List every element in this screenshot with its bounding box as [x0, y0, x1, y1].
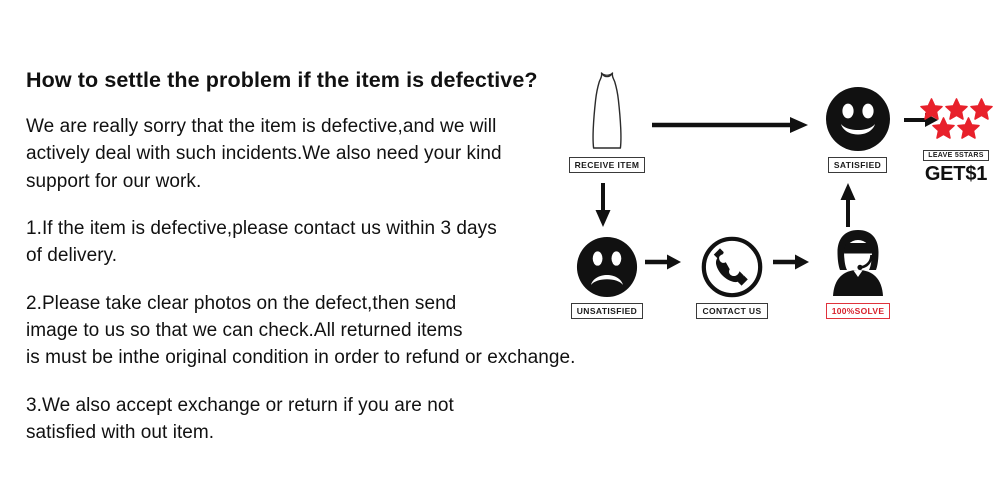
- star-icon: [932, 117, 955, 139]
- arrow-receive-to-unsatisfied: [592, 182, 614, 233]
- policy-item-3-line: 3.We also accept exchange or return if y…: [26, 394, 454, 416]
- star-icon: [969, 98, 993, 120]
- flow-node-solve: 100%SOLVE: [803, 225, 913, 319]
- phone-circle-icon: [677, 228, 787, 298]
- policy-item-3: 3.We also accept exchange or return if y…: [26, 392, 666, 447]
- page-title: How to settle the problem if the item is…: [26, 68, 538, 92]
- reward-bonus-text: GET$1: [924, 163, 988, 185]
- flow-node-receive-item: RECEIVE ITEM: [552, 70, 662, 173]
- informational-text-column: How to settle the problem if the item is…: [26, 68, 666, 446]
- flow-node-solve-label-wrap: 100%SOLVE: [803, 301, 913, 319]
- flow-node-contact-us-label-wrap: CONTACT US: [677, 301, 787, 319]
- five-stars-icon-row-two: [912, 117, 1000, 139]
- flow-node-contact-us-label: CONTACT US: [696, 303, 768, 319]
- apology-paragraph-line: support for our work.: [26, 170, 202, 192]
- arrow-contact-to-solve: [772, 252, 810, 277]
- smiley-sad-icon: [552, 228, 662, 298]
- flow-node-satisfied-label: SATISFIED: [827, 157, 888, 173]
- flow-node-contact-us: CONTACT US: [677, 228, 787, 319]
- star-icon: [957, 117, 980, 139]
- flow-node-reward-label-wrap: LEAVE 5STARS: [912, 144, 1000, 162]
- apology-paragraph-line: actively deal with such incidents.We als…: [26, 143, 502, 165]
- flow-node-satisfied-label-wrap: SATISFIED: [800, 155, 915, 173]
- apology-paragraph: We are really sorry that the item is def…: [26, 113, 666, 195]
- flow-node-unsatisfied: UNSATISFIED: [552, 228, 662, 319]
- policy-item-1-line: of delivery.: [26, 245, 118, 267]
- policy-item-2-line: is must be inthe original condition in o…: [26, 347, 576, 369]
- policy-item-3-line: satisfied with out item.: [26, 422, 215, 444]
- flow-node-reward: LEAVE 5STARS GET$1: [912, 98, 1000, 186]
- flow-node-receive-item-label: RECEIVE ITEM: [568, 157, 646, 173]
- apology-paragraph-line: We are really sorry that the item is def…: [26, 115, 497, 137]
- smiley-happy-icon: [800, 78, 915, 152]
- flow-node-unsatisfied-label: UNSATISFIED: [570, 303, 644, 319]
- returns-process-flowchart: RECEIVE ITEM SATISFIED: [540, 70, 1000, 340]
- arrow-solve-to-satisfied: [837, 182, 859, 233]
- policy-item-1: 1.If the item is defective,please contac…: [26, 215, 666, 270]
- dress-icon: [552, 70, 662, 152]
- flow-node-satisfied: SATISFIED: [800, 78, 915, 173]
- star-icon: [944, 98, 968, 120]
- flow-node-reward-label: LEAVE 5STARS: [923, 149, 989, 161]
- policy-item-2-line: image to us so that we can check.All ret…: [26, 319, 463, 341]
- policy-item-1-line: 1.If the item is defective,please contac…: [26, 217, 497, 239]
- arrow-receive-to-satisfied: [650, 114, 810, 141]
- support-agent-icon: [803, 225, 913, 298]
- star-icon: [919, 98, 943, 120]
- flow-node-unsatisfied-label-wrap: UNSATISFIED: [552, 301, 662, 319]
- flow-node-receive-item-label-wrap: RECEIVE ITEM: [552, 155, 662, 173]
- five-stars-icon: [912, 98, 1000, 120]
- policy-item-2-line: 2.Please take clear photos on the defect…: [26, 292, 457, 314]
- flow-node-solve-label: 100%SOLVE: [825, 303, 891, 319]
- policy-item-2: 2.Please take clear photos on the defect…: [26, 290, 666, 372]
- arrow-unsatisfied-to-contact: [644, 252, 682, 277]
